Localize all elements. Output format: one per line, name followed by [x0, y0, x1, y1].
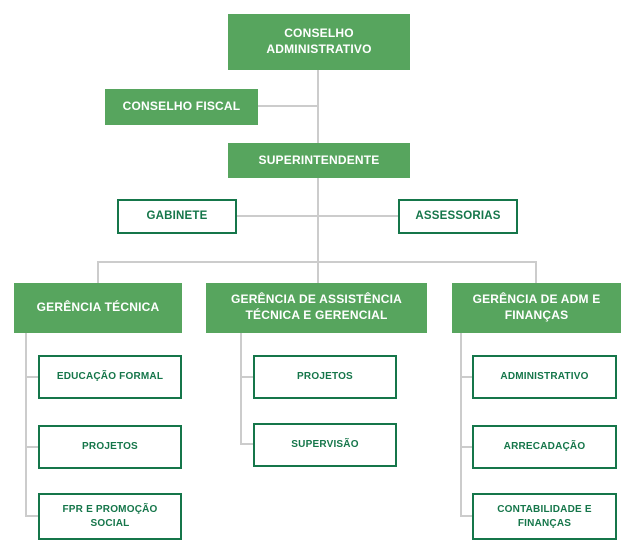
node-supervisao: SUPERVISÃO: [253, 423, 397, 467]
connector-to-gerencia-tecnica: [97, 261, 99, 283]
node-projetos-assistencia: PROJETOS: [253, 355, 397, 399]
connector-branch1-stub1: [25, 376, 38, 378]
connector-branch3-stub1: [460, 376, 472, 378]
node-gabinete: GABINETE: [117, 199, 237, 234]
node-conselho-administrativo: CONSELHO ADMINISTRATIVO: [228, 14, 410, 70]
connector-branch2-drop: [240, 333, 242, 445]
node-gerencia-assistencia: GERÊNCIA DE ASSISTÊNCIA TÉCNICA E GERENC…: [206, 283, 427, 333]
node-projetos-tecnica: PROJETOS: [38, 425, 182, 469]
node-gerencia-tecnica: GERÊNCIA TÉCNICA: [14, 283, 182, 333]
connector-branch1-stub2: [25, 446, 38, 448]
connector-branch2-stub2: [240, 443, 253, 445]
node-assessorias: ASSESSORIAS: [398, 199, 518, 234]
connector-branch1-stub3: [25, 515, 38, 517]
connector-branches-span: [97, 261, 537, 263]
connector-branch3-drop: [460, 333, 462, 517]
connector-branch1-drop: [25, 333, 27, 517]
node-educacao-formal: EDUCAÇÃO FORMAL: [38, 355, 182, 399]
node-contabilidade-financas: CONTABILIDADE E FINANÇAS: [472, 493, 617, 540]
connector-branch3-stub3: [460, 515, 472, 517]
connector-branch3-stub2: [460, 446, 472, 448]
node-superintendente: SUPERINTENDENTE: [228, 143, 410, 178]
node-arrecadacao: ARRECADAÇÃO: [472, 425, 617, 469]
connector-to-conselho-fiscal: [258, 105, 319, 107]
node-fpr-promocao-social: FPR E PROMOÇÃO SOCIAL: [38, 493, 182, 540]
node-conselho-fiscal: CONSELHO FISCAL: [105, 89, 258, 125]
connector-superintendente-down: [317, 177, 319, 283]
node-gerencia-adm-financas: GERÊNCIA DE ADM E FINANÇAS: [452, 283, 621, 333]
connector-gabinete-assessorias: [237, 215, 398, 217]
connector-branch2-stub1: [240, 376, 253, 378]
node-administrativo: ADMINISTRATIVO: [472, 355, 617, 399]
connector-to-gerencia-adm: [535, 261, 537, 283]
